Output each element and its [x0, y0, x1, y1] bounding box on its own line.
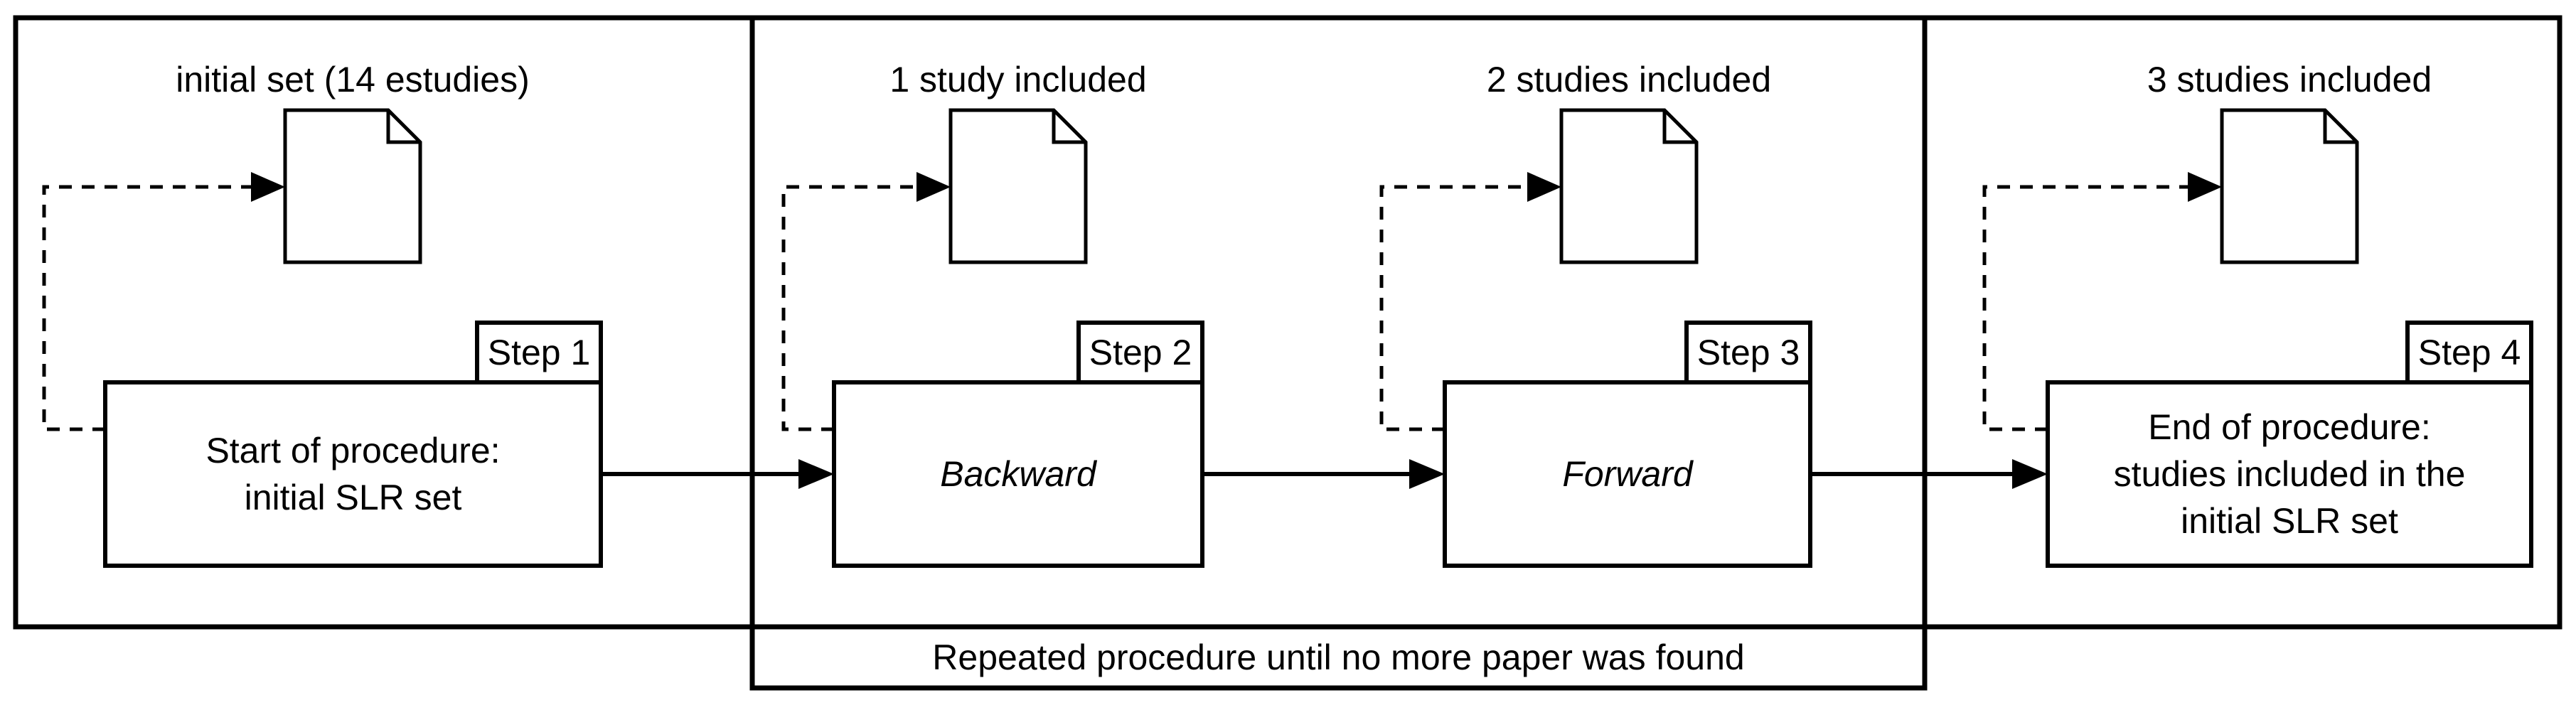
- arrowhead-icon-step3: [1409, 459, 1445, 489]
- step-tag-box-3: [1684, 321, 1812, 384]
- dashed-loop-connector-step3: [1379, 185, 1529, 431]
- dashed-loop-connector-step2: [781, 185, 919, 431]
- dashed-arrowhead-icon-step2: [916, 172, 951, 202]
- step-box-label-4: End of procedure: studies included in th…: [2113, 407, 2466, 541]
- document-icon-step2: [948, 108, 1088, 264]
- step-box-4: [2046, 380, 2533, 568]
- document-icon-step3: [1559, 108, 1699, 264]
- step-tag-label-2: Step 2: [1089, 333, 1192, 372]
- step-box-1: [103, 380, 603, 568]
- document-fold-icon-step4: [2323, 110, 2357, 144]
- step-tag-label-3: Step 3: [1696, 333, 1800, 372]
- dashed-arrowhead-icon-step3: [1527, 172, 1561, 202]
- document-fold-icon-step2: [1052, 110, 1086, 144]
- step-tag-box-2: [1076, 321, 1204, 384]
- loop-caption: Repeated procedure until no more paper w…: [932, 637, 1745, 677]
- step-box-label-2: Backward: [940, 454, 1096, 494]
- step-tag-label-4: Step 4: [2417, 333, 2521, 372]
- panel-end: [1922, 15, 2562, 630]
- dashed-loop-connector-step4: [1982, 185, 2190, 431]
- arrowhead-icon-step2: [798, 459, 834, 489]
- artifact-count-label-step1: initial set (14 estudies): [176, 60, 530, 99]
- document-icon-step4: [2220, 108, 2359, 264]
- step-tag-box-1: [475, 321, 603, 384]
- step-box-label-3: Forward: [1562, 454, 1693, 494]
- artifact-count-label-step4: 3 studies included: [2147, 60, 2432, 99]
- loop-caption-box: [749, 624, 1928, 691]
- arrowhead-icon-step4: [2012, 459, 2048, 489]
- document-icon-step1: [283, 108, 422, 264]
- step-tag-box-4: [2405, 321, 2533, 384]
- document-fold-icon-step3: [1662, 110, 1696, 144]
- step-tag-label-1: Step 1: [487, 333, 591, 372]
- dashed-loop-connector-step1: [42, 185, 253, 431]
- step-box-label-1: Start of procedure: initial SLR set: [205, 431, 501, 517]
- artifact-count-label-step3: 2 studies included: [1486, 60, 1772, 99]
- document-fold-icon-step1: [386, 110, 420, 144]
- dashed-arrowhead-icon-step4: [2188, 172, 2222, 202]
- step-box-3: [1443, 380, 1812, 568]
- dashed-arrowhead-icon-step1: [251, 172, 285, 202]
- artifact-count-label-step2: 1 study included: [889, 60, 1147, 99]
- step-box-2: [832, 380, 1204, 568]
